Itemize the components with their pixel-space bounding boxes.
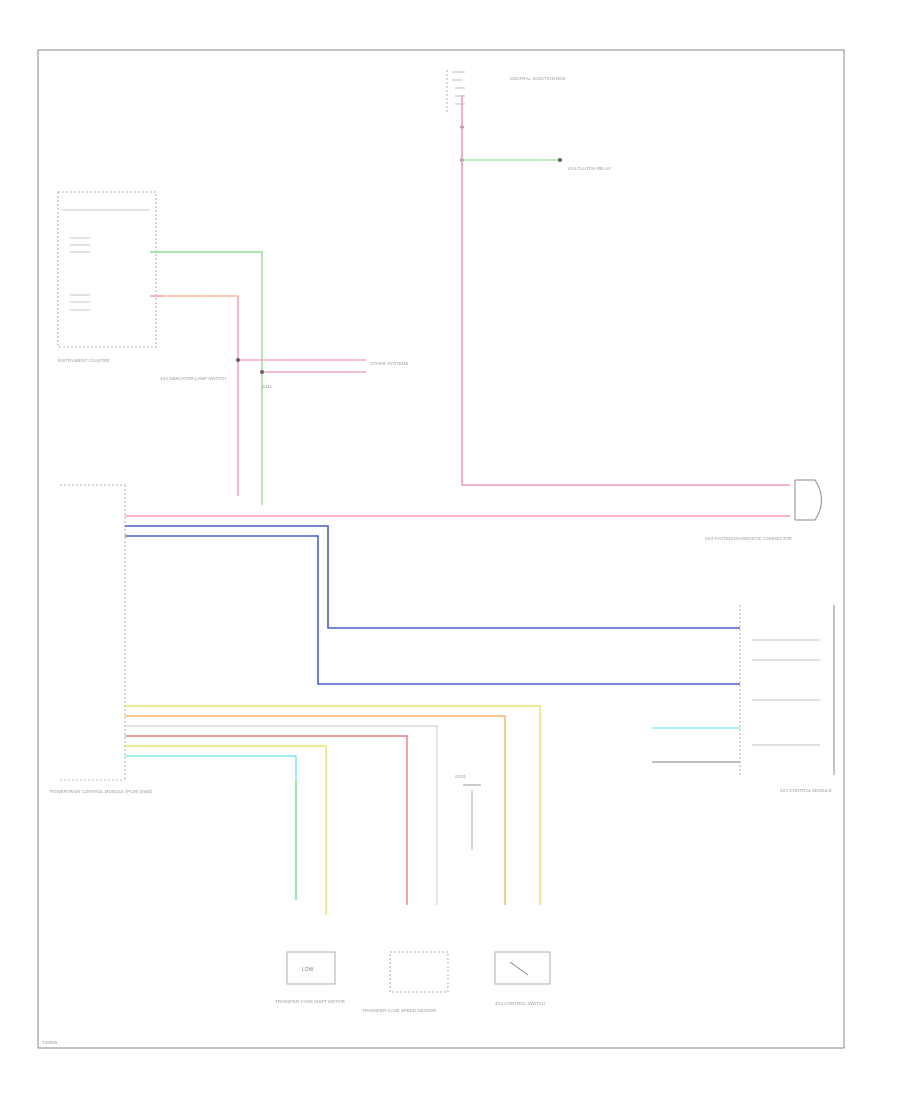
left-splice-text: 4X4 INDICATOR LAMP SWITCH (160, 376, 226, 381)
wire-orange (125, 715, 506, 905)
wire-yellow-2 (125, 745, 327, 915)
control-switch-label: 4X4 CONTROL SWITCH (495, 1001, 545, 1006)
relay-label: 4X4 CLUTCH RELAY (568, 166, 611, 171)
instrument-cluster-label: INSTRUMENT CLUSTER (58, 358, 110, 363)
switch-module-label: 4X4 CONTROL MODULE (780, 788, 832, 793)
pcm-label: POWERTRAIN CONTROL MODULE (PCM) (4WD) (50, 789, 153, 794)
wire-blue-1 (125, 525, 740, 629)
wire-cyan (125, 755, 297, 900)
wire-pink-main (461, 95, 790, 486)
shift-motor-text: LOW (302, 967, 314, 973)
wire-yellow (125, 705, 541, 905)
other-systems-label: OTHER SYSTEMS (370, 361, 409, 366)
wire-pink-cluster (150, 295, 239, 496)
shift-motor: LOW TRANSFER CASE SHIFT MOTOR (275, 951, 346, 1004)
ground-label: G101 (455, 774, 467, 779)
splice-label: S111 (262, 384, 272, 389)
wire-blue-2 (125, 535, 740, 685)
wire-red (125, 735, 408, 905)
diagram-frame (37, 49, 845, 1049)
control-switch: 4X4 CONTROL SWITCH (494, 951, 551, 1006)
top-fuse-block: CENTRAL JUNCTION BOX (446, 70, 566, 162)
ground-symbol: G101 (455, 774, 481, 850)
speed-sensor: TRANSFER CASE SPEED SENSOR (362, 951, 449, 1013)
footer-code: T28066 (42, 1040, 58, 1045)
shift-motor-label: TRANSFER CASE SHIFT MOTOR (275, 999, 346, 1004)
diagnostic-connector: 4X4 SYSTEM DIAGNOSTIC CONNECTOR (705, 479, 822, 541)
speed-sensor-label: TRANSFER CASE SPEED SENSOR (362, 1008, 437, 1013)
wire-green-cluster (150, 251, 263, 505)
wire-white (125, 725, 438, 905)
top-fuse-label: CENTRAL JUNCTION BOX (510, 76, 566, 81)
pcm-module: POWERTRAIN CONTROL MODULE (PCM) (4WD) (50, 484, 153, 794)
instrument-cluster: INSTRUMENT CLUSTER (57, 191, 157, 363)
switch-module: 4X4 CONTROL MODULE (739, 605, 835, 793)
diagnostic-connector-label: 4X4 SYSTEM DIAGNOSTIC CONNECTOR (705, 536, 793, 541)
